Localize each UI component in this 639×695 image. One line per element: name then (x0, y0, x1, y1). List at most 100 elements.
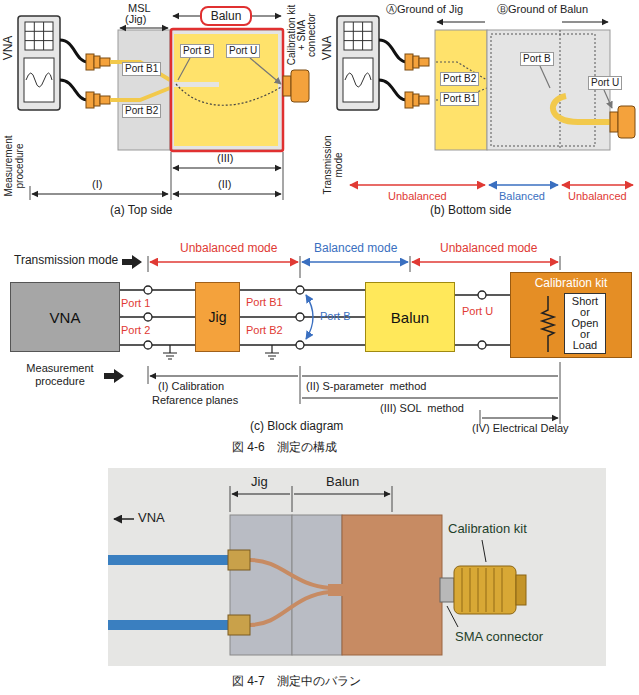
vna-instrument (18, 16, 110, 110)
art-rect (25, 22, 53, 50)
port-label: Port B1 (440, 92, 479, 106)
art-rect (344, 22, 372, 50)
sub-caption: (c) Block diagram (250, 420, 343, 434)
art-path (26, 73, 52, 87)
port-label: Port B1 (122, 62, 161, 76)
art-circle (296, 341, 304, 349)
art-rect (454, 566, 516, 614)
step-label: (II) S-parameter method (306, 380, 426, 393)
step-label: (II) (218, 178, 231, 191)
instrument-label: VNA (321, 30, 335, 66)
art-circle (144, 313, 152, 321)
mode-label: Unbalanced (568, 190, 627, 203)
art-rect (405, 54, 413, 70)
dimension-label: Balun (326, 475, 359, 490)
art-rect (86, 92, 94, 108)
node-title: Jig (209, 309, 227, 325)
art-circle (478, 341, 486, 349)
art-rect (435, 30, 487, 150)
art-path (379, 40, 407, 100)
art-path (178, 58, 281, 84)
step-label: Refarence planes (152, 394, 238, 407)
art-rect (487, 30, 610, 150)
art-path (120, 27, 168, 28)
port-label: Port 1 (121, 297, 150, 310)
art-rect (171, 29, 283, 151)
resistor-path (542, 296, 554, 352)
art-rect (419, 58, 429, 66)
art-g (86, 54, 110, 108)
mode-label: Unbalanced mode (180, 242, 277, 256)
sub-caption: (b) Bottom side (430, 204, 511, 218)
ground-label: ⒷGround of Balun (497, 3, 588, 16)
art-path (560, 30, 561, 150)
art-circle (144, 286, 152, 294)
mode-label: Balanced mode (314, 242, 397, 256)
port-label: Port B (180, 44, 214, 58)
art-path (345, 73, 371, 87)
port-label: Port U (588, 76, 622, 90)
art-rect (610, 112, 618, 132)
vna-instrument (337, 16, 429, 110)
dimension-label: (Jig) (125, 13, 146, 26)
art-path (173, 193, 281, 194)
art-path (25, 22, 53, 50)
procedure-label: Measurement procedure (18, 362, 102, 387)
resistor-symbol (536, 296, 560, 352)
art-rect (419, 96, 429, 104)
dimension-arrows (30, 16, 283, 200)
port-label: Port B (320, 310, 351, 323)
sub-caption: (a) Top side (110, 204, 172, 218)
art-path (412, 261, 558, 263)
jig-board (110, 30, 170, 150)
art-path (553, 96, 610, 122)
port-label: Port B2 (246, 324, 283, 337)
art-path (32, 193, 168, 194)
port-label: Port U (226, 44, 260, 58)
mode-label: Balanced (499, 190, 545, 203)
art-rect (100, 58, 110, 66)
mode-label: Transmission mode (322, 125, 344, 205)
art-rect (18, 16, 60, 110)
block-wiring (104, 255, 560, 424)
art-rect (291, 70, 309, 102)
art-g (610, 106, 635, 138)
ground-label: ⒶGround of Jig (386, 3, 463, 16)
art-path (104, 369, 124, 383)
mode-label: Unbalanced (388, 190, 447, 203)
art-circle (296, 286, 304, 294)
art-rect (100, 96, 110, 104)
art-rect (86, 54, 94, 70)
art-rect (413, 94, 419, 106)
part-label: Calibration kit (448, 522, 527, 537)
step-label: (I) Calibration (158, 380, 224, 393)
wire-connector (120, 316, 195, 318)
mode-arrows (350, 22, 633, 185)
art-path (110, 62, 170, 100)
art-rect (343, 58, 373, 102)
dimension-label: Jig (251, 475, 268, 490)
balun-tag: Balun (200, 6, 252, 26)
photo-illustration (108, 468, 606, 666)
art-path (447, 540, 486, 627)
port-label: Port B1 (246, 296, 283, 309)
jig-box: Jig (195, 282, 240, 352)
art-path (30, 152, 283, 200)
part-label: Calibration kit + SMA connector (287, 3, 317, 67)
art-rect (174, 34, 278, 146)
art-path (462, 568, 502, 612)
art-path (114, 518, 134, 520)
art-rect (337, 16, 379, 110)
mode-label: Transmission mode (14, 254, 118, 268)
art-circle (478, 291, 486, 299)
art-rect (491, 34, 595, 146)
art-path (173, 167, 281, 168)
art-path (122, 255, 142, 269)
node-title: Balun (211, 9, 242, 23)
node-title: VNA (50, 309, 81, 326)
art-path (176, 84, 283, 105)
art-rect (405, 92, 413, 108)
port-label: Port B2 (122, 104, 161, 118)
jig-ground (435, 30, 487, 150)
